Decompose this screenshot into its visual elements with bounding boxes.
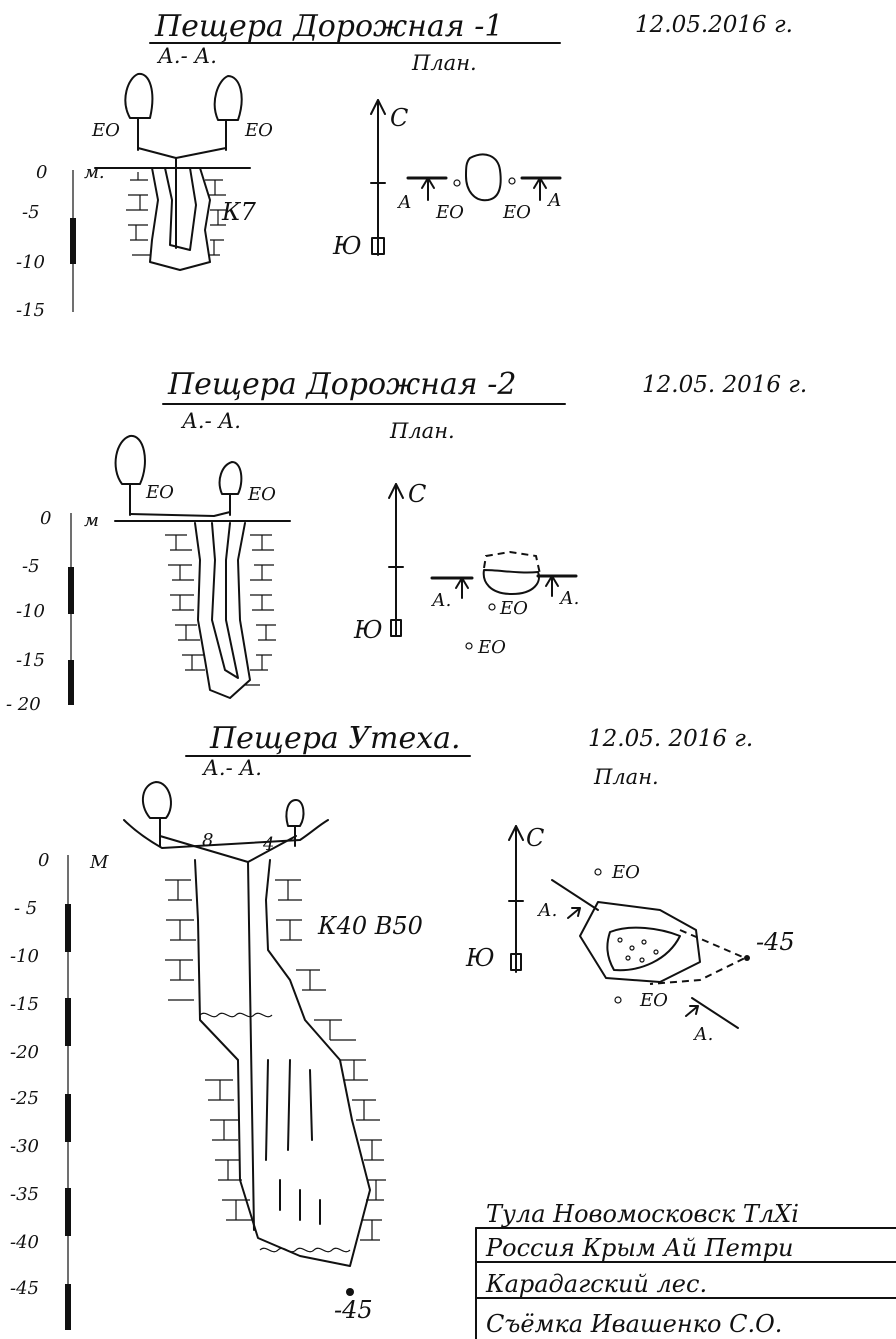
cave3-plan-anchor-1: ЕО xyxy=(611,862,640,883)
cave2-plan-label: План. xyxy=(389,419,455,443)
cave1-south: Ю xyxy=(332,232,362,260)
cave3-plan-label: План. xyxy=(593,765,659,789)
cave2-scale-20: - 20 xyxy=(6,694,41,715)
cave2-scale-0: 0 xyxy=(40,508,51,529)
cave1-scale-5: -5 xyxy=(22,202,40,223)
cave2-north: С xyxy=(408,480,426,508)
cave3-scale-25: -25 xyxy=(10,1088,39,1109)
cave2-cut-right: А. xyxy=(558,588,579,609)
cave1-date: 12.05.2016 г. xyxy=(635,12,793,38)
cave3-scale-15: -15 xyxy=(10,994,39,1015)
cave3-scale-35: -35 xyxy=(10,1184,39,1205)
cave3-plan-anchor-2: ЕО xyxy=(639,990,668,1011)
stamp-line-3: Карадагский лес. xyxy=(485,1270,707,1298)
cave3-section: 8 4 К40 В50 -45 xyxy=(123,781,423,1324)
cave3-section-label: А.- А. xyxy=(201,756,262,780)
cave1-plan-label: План. xyxy=(411,51,477,75)
cave3-scale-10: -10 xyxy=(10,946,39,967)
cave2-scale-5: -5 xyxy=(22,556,40,577)
cave1-plan: С Ю А А ЕО ЕО xyxy=(332,99,562,260)
cave2-anchor-right: ЕО xyxy=(247,484,276,505)
cave1-scale-15: -15 xyxy=(16,300,45,321)
cave3-rope-left: 8 xyxy=(202,830,213,851)
cave2-scale-10: -10 xyxy=(16,601,45,622)
cave1-title: Пещера Дорожная -1 xyxy=(154,9,503,44)
cave1-cut-left: А xyxy=(396,192,412,213)
cave2-depth-scale: 0 м -5 -10 -15 - 20 xyxy=(6,508,99,715)
cave3-plan: С Ю ЕО А. -45 ЕО А. xyxy=(465,824,795,1045)
cave3-scale-5: - 5 xyxy=(14,898,37,919)
cave3-cut-right: А. xyxy=(692,1024,713,1045)
cave3-rope-right: 4 xyxy=(262,834,274,855)
cave1-depth-scale: 0 м. -5 -10 -15 xyxy=(16,162,105,321)
cave2-header: Пещера Дорожная -2 12.05. 2016 г. А.- А.… xyxy=(162,367,807,443)
cave2-section: ЕО ЕО xyxy=(114,434,291,699)
cave3-scale-45: -45 xyxy=(10,1278,39,1299)
cave2-title: Пещера Дорожная -2 xyxy=(167,367,516,402)
cave1-north: С xyxy=(390,104,408,132)
cave1-section-label: А.- А. xyxy=(156,44,217,68)
cave1-header: Пещера Дорожная -1 12.05.2016 г. А.- А. … xyxy=(149,9,793,75)
cave1-scale-10: -10 xyxy=(16,252,45,273)
cave3-plan-depth: -45 xyxy=(756,928,795,956)
cave2-scale-unit: м xyxy=(84,510,99,531)
cave2-cut-left: А. xyxy=(430,590,451,611)
cave3-bottom-depth: -45 xyxy=(334,1296,373,1324)
cave3-south: Ю xyxy=(465,944,495,972)
cave3-scale-unit: М xyxy=(89,852,109,873)
cave3-date: 12.05. 2016 г. xyxy=(588,726,753,752)
cave3-depth-scale: 0 М - 5 -10 -15 -20 -25 -30 -35 -40 -45 xyxy=(10,850,109,1330)
cave1-plan-anchor-left: ЕО xyxy=(435,202,464,223)
cave3-scale-30: -30 xyxy=(10,1136,39,1157)
cave2-plan: С Ю А. А. ЕО ЕО xyxy=(353,480,579,658)
stamp-line-2: Россия Крым Ай Петри xyxy=(485,1234,793,1262)
cave1-scale-unit: м. xyxy=(84,162,105,183)
cave2-plan-anchor-1: ЕО xyxy=(499,598,528,619)
cave2-anchor-left: ЕО xyxy=(145,482,174,503)
cave3-cut-left: А. xyxy=(536,900,557,921)
cave1-plan-anchor-right: ЕО xyxy=(502,202,531,223)
cave3-scale-0: 0 xyxy=(38,850,49,871)
cave2-date: 12.05. 2016 г. xyxy=(642,372,807,398)
cave3-scale-20: -20 xyxy=(10,1042,39,1063)
cave2-scale-15: -15 xyxy=(16,650,45,671)
stamp-line-4: Съёмка Ивашенко С.О. xyxy=(486,1310,782,1338)
cave3-scale-40: -40 xyxy=(10,1232,39,1253)
cave2-plan-anchor-2: ЕО xyxy=(477,637,506,658)
cave1-cut-right: А xyxy=(546,190,562,211)
cave1-anchor-left: ЕО xyxy=(91,120,120,141)
cave3-header: Пещера Утеха. 12.05. 2016 г. А.- А. План… xyxy=(185,721,753,789)
cave1-pit-label: К7 xyxy=(221,198,257,226)
stamp-line-1: Тула Новомосковск ТлХі xyxy=(486,1200,799,1228)
cave3-title: Пещера Утеха. xyxy=(209,721,461,756)
cave3-north: С xyxy=(526,824,544,852)
cave3-pit-label: К40 В50 xyxy=(317,912,423,940)
cave1-anchor-right: ЕО xyxy=(244,120,273,141)
cave1-section: ЕО ЕО К7 xyxy=(91,72,273,271)
cave1-scale-0: 0 xyxy=(36,162,47,183)
cave2-section-label: А.- А. xyxy=(180,409,241,433)
cave2-south: Ю xyxy=(353,616,383,644)
title-block: Тула Новомосковск ТлХі Россия Крым Ай Пе… xyxy=(475,1200,896,1339)
